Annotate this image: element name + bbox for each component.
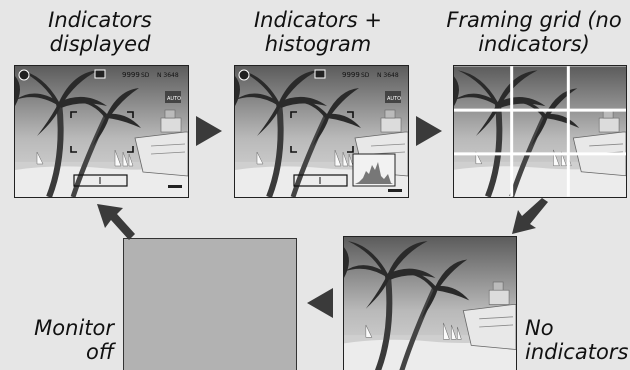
exposure-bar	[73, 174, 128, 187]
shots-remaining: 9999	[122, 71, 140, 79]
framing-grid	[454, 66, 626, 197]
arrow-down-left-icon	[512, 198, 548, 234]
screen-monitor-off	[123, 238, 297, 370]
arrow-up-left	[97, 204, 135, 240]
arrow-right-icon	[196, 116, 222, 146]
beach-scene-image	[454, 66, 626, 197]
caption-indicators-histogram: Indicators + histogram	[253, 8, 382, 56]
arrow-down-left	[512, 198, 548, 234]
camera-mode-icon	[314, 69, 326, 79]
beach-scene-image	[344, 237, 516, 370]
shots-remaining: 9999	[342, 71, 360, 79]
camera-mode-icon	[94, 69, 106, 79]
shooting-mode-badge	[165, 91, 181, 103]
arrow-right-icon	[416, 116, 442, 146]
svg-text:AUTO: AUTO	[167, 96, 181, 102]
focus-frame	[290, 111, 354, 153]
histogram	[352, 153, 396, 187]
caption-indicators-displayed: Indicators displayed	[48, 8, 152, 56]
battery-icon	[168, 185, 182, 188]
arrow-left-icon	[307, 288, 333, 318]
arrow-right-1	[196, 116, 222, 146]
screen-no-indicators	[343, 236, 517, 370]
caption-no-indicators: No indicators	[525, 316, 629, 364]
exposure-bar	[293, 174, 348, 187]
svg-text:AUTO: AUTO	[387, 96, 401, 102]
arrow-left	[307, 288, 333, 318]
image-quality: N 3648	[157, 72, 179, 79]
screen-indicators-histogram: 9999 SD N 3648 AUTO	[234, 65, 409, 198]
beach-scene-image: 9999 SD N 3648 AUTO	[235, 66, 408, 197]
card-indicator: SD	[361, 72, 370, 79]
osd-overlay: 9999 SD N 3648 AUTO	[238, 69, 402, 192]
screen-indicators-displayed: 9999 SD N 3648 AUTO	[14, 65, 189, 198]
beach-scene-image: 9999 SD N 3648 AUTO	[15, 66, 188, 197]
battery-icon	[388, 189, 402, 192]
caption-monitor-off: Monitor off	[34, 316, 114, 364]
flash-icon	[18, 69, 30, 81]
arrow-up-left-icon	[97, 204, 135, 240]
screen-framing-grid	[453, 65, 627, 198]
flash-icon	[238, 69, 250, 81]
focus-frame	[70, 111, 134, 153]
shooting-mode-badge	[385, 91, 401, 103]
image-quality: N 3648	[377, 72, 399, 79]
card-indicator: SD	[141, 72, 150, 79]
caption-framing-grid: Framing grid (no indicators)	[446, 8, 622, 56]
osd-overlay: 9999 SD N 3648 AUTO	[18, 69, 182, 188]
arrow-right-2	[416, 116, 442, 146]
